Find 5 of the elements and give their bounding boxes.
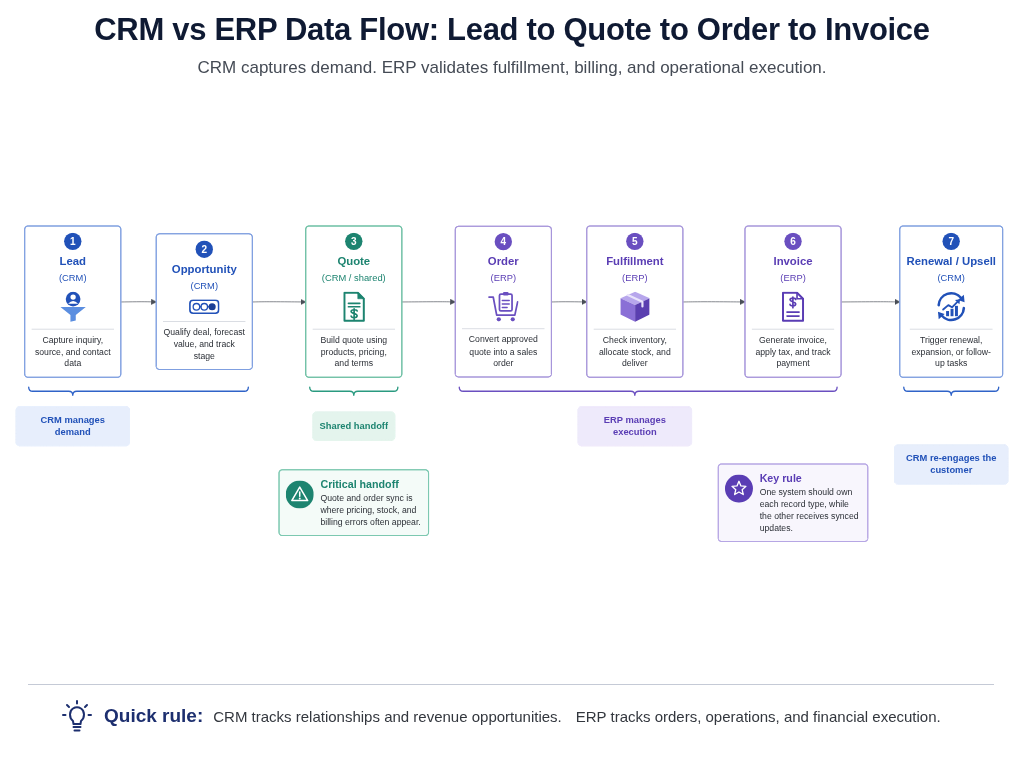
subtitle: CRM captures demand. ERP validates fulfillment, billing, and operational execution. <box>197 58 827 78</box>
rule-heading: Quick rule: <box>104 705 204 727</box>
rule-text: ERP tracks orders, operations, and financial execution. <box>575 707 941 725</box>
rule-text: CRM tracks relationships and revenue opportunities. <box>213 707 562 725</box>
title: CRM vs ERP Data Flow: Lead to Quote to Order to Invoice <box>94 12 930 48</box>
